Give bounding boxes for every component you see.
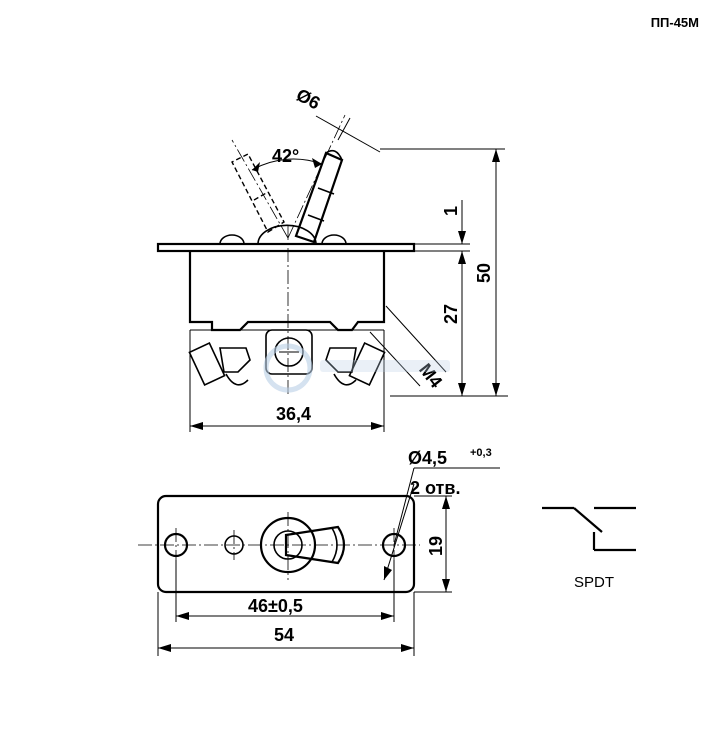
plate-screw-right bbox=[321, 234, 347, 245]
lever-top bbox=[284, 525, 346, 565]
hole-count-label: 2 отв. bbox=[410, 478, 460, 498]
toggle-lever-alt-position bbox=[231, 153, 285, 233]
switch-body bbox=[188, 251, 386, 332]
top-view: Ø4,5 +0,3 2 отв. 19 46±0,5 54 bbox=[138, 447, 500, 656]
dim-36-4-label: 36,4 bbox=[276, 404, 311, 424]
lever-diameter-label: Ø6 bbox=[293, 85, 324, 114]
dim-19-label: 19 bbox=[426, 536, 446, 556]
lever-bushing bbox=[257, 224, 317, 245]
watermark bbox=[263, 343, 450, 393]
spdt-label: SPDT bbox=[574, 574, 614, 591]
terminal-right bbox=[325, 341, 386, 387]
dim-1-label: 1 bbox=[441, 206, 461, 216]
dim-54-label: 54 bbox=[274, 625, 294, 645]
mounting-plate bbox=[156, 242, 416, 253]
dim-50-label: 50 bbox=[474, 263, 494, 283]
angle-label: 42° bbox=[272, 146, 299, 166]
terminal-left bbox=[188, 341, 251, 387]
model-label: ПП-45М bbox=[650, 15, 699, 30]
dim-27-label: 27 bbox=[441, 304, 461, 324]
side-view: 42° Ø6 M4 5 bbox=[156, 85, 508, 432]
dim-46-label: 46±0,5 bbox=[248, 596, 303, 616]
hole-diameter-label: Ø4,5 bbox=[408, 448, 447, 468]
hole-tolerance-label: +0,3 bbox=[470, 447, 492, 459]
spdt-schematic: SPDT bbox=[542, 506, 636, 591]
plate-screw-left bbox=[219, 234, 245, 245]
plate-outline bbox=[156, 494, 416, 594]
